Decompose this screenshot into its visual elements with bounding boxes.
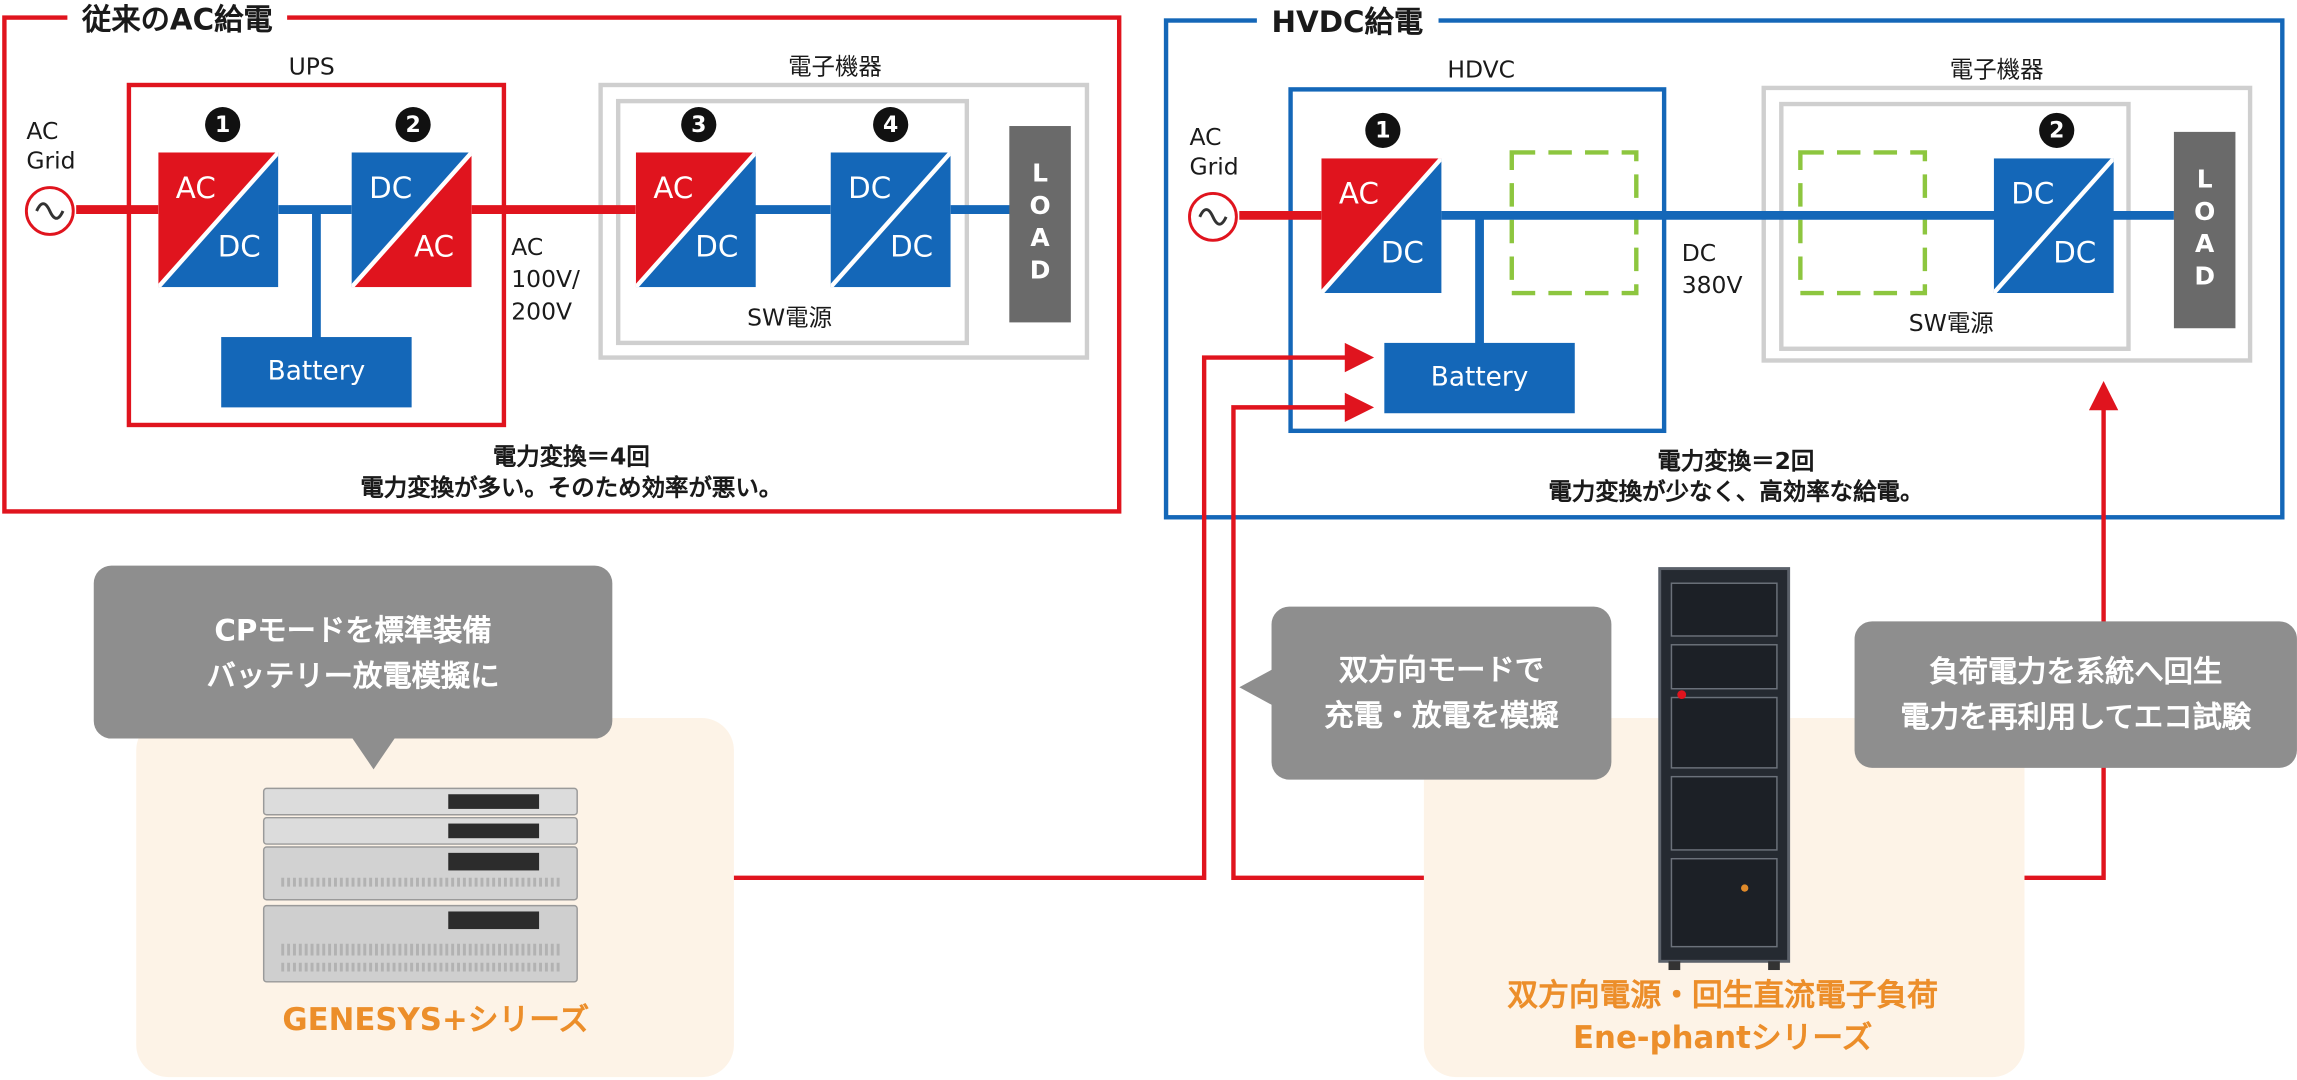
enephant-cabinet-image: [1657, 566, 1792, 971]
ac-grid-label: AC Grid: [26, 117, 76, 175]
right-panel-title: HVDC給電: [1256, 4, 1438, 40]
ac-dc-converter: AC DC: [1321, 158, 1442, 294]
dc-dc-converter: DC DC: [830, 152, 951, 288]
dc-voltage-label: DC 380V: [1681, 238, 1743, 299]
ups-label: UPS: [288, 52, 335, 81]
devices-label: 電子機器: [1949, 55, 2044, 84]
load-box: L O A D: [2173, 131, 2236, 329]
converter-output-label: AC: [414, 228, 455, 264]
left-panel-title: 従来のAC給電: [67, 1, 288, 37]
enephant-product-name: 双方向電源・回生直流電子負荷 Ene-phantシリーズ: [1507, 977, 1939, 1056]
removed-converter-slot: [1509, 150, 1639, 296]
left-caption: 電力変換＝4回 電力変換が多い。そのため効率が悪い。: [360, 442, 783, 502]
converter-input-label: AC: [175, 169, 216, 206]
converter-number: 3: [681, 106, 717, 143]
hdvc-frame: [1288, 87, 1667, 434]
regeneration-callout: 負荷電力を系統へ回生 電力を再利用してエコ試験: [1854, 621, 2297, 768]
ac-voltage-label: AC 100V/ 200V: [511, 232, 580, 326]
ac-source-icon: [1188, 191, 1238, 242]
dc-dc-converter: DC DC: [1993, 158, 2114, 294]
right-panel-frame: [1163, 18, 2285, 520]
converter-input-label: AC: [1338, 175, 1379, 212]
ac-source-icon: [24, 186, 75, 236]
swps-frame: [615, 98, 970, 346]
ac-grid-label: AC Grid: [1189, 123, 1239, 181]
converter-output-label: DC: [2053, 234, 2097, 270]
converter-number: 2: [395, 106, 431, 143]
converter-output-label: DC: [695, 228, 739, 264]
left-panel-frame: [2, 15, 1122, 514]
converter-output-label: DC: [1380, 234, 1424, 270]
callout-pointer: [1239, 668, 1275, 707]
battery-box: Battery: [1384, 342, 1575, 414]
devices-outer-frame: [598, 82, 1090, 360]
converter-input-label: DC: [848, 169, 892, 206]
ac-dc-converter: AC DC: [158, 152, 279, 288]
converter-output-label: DC: [890, 228, 934, 264]
converter-input-label: AC: [653, 169, 694, 206]
converter-number: 1: [1365, 112, 1401, 149]
right-caption: 電力変換＝2回 電力変換が少なく、高効率な給電。: [1548, 446, 1924, 506]
ups-frame: [126, 82, 507, 428]
bidirectional-callout: 双方向モードで 充電・放電を模擬: [1271, 606, 1612, 780]
sw-power-label: SW電源: [1908, 309, 1994, 338]
converter-input-label: DC: [2011, 175, 2055, 212]
sw-power-label: SW電源: [747, 303, 833, 332]
ac-dc-converter: AC DC: [635, 152, 756, 288]
dc-ac-converter: DC AC: [351, 152, 472, 288]
converter-input-label: DC: [369, 169, 413, 206]
devices-label: 電子機器: [788, 52, 882, 81]
load-box: L O A D: [1009, 126, 1071, 323]
genesys-product-name: GENESYS+シリーズ: [282, 1002, 590, 1038]
converter-number: 4: [873, 106, 909, 143]
converter-number: 1: [205, 106, 241, 143]
hdvc-label: HDVC: [1447, 55, 1515, 84]
genesys-power-supply-image: [261, 785, 583, 984]
battery-box: Battery: [221, 337, 412, 408]
genesys-callout: CPモードを標準装備 バッテリー放電模擬に: [93, 565, 613, 739]
removed-converter-slot: [1798, 150, 1928, 296]
callout-pointer: [351, 737, 396, 770]
converter-output-label: DC: [217, 228, 261, 264]
converter-number: 2: [2039, 112, 2075, 149]
